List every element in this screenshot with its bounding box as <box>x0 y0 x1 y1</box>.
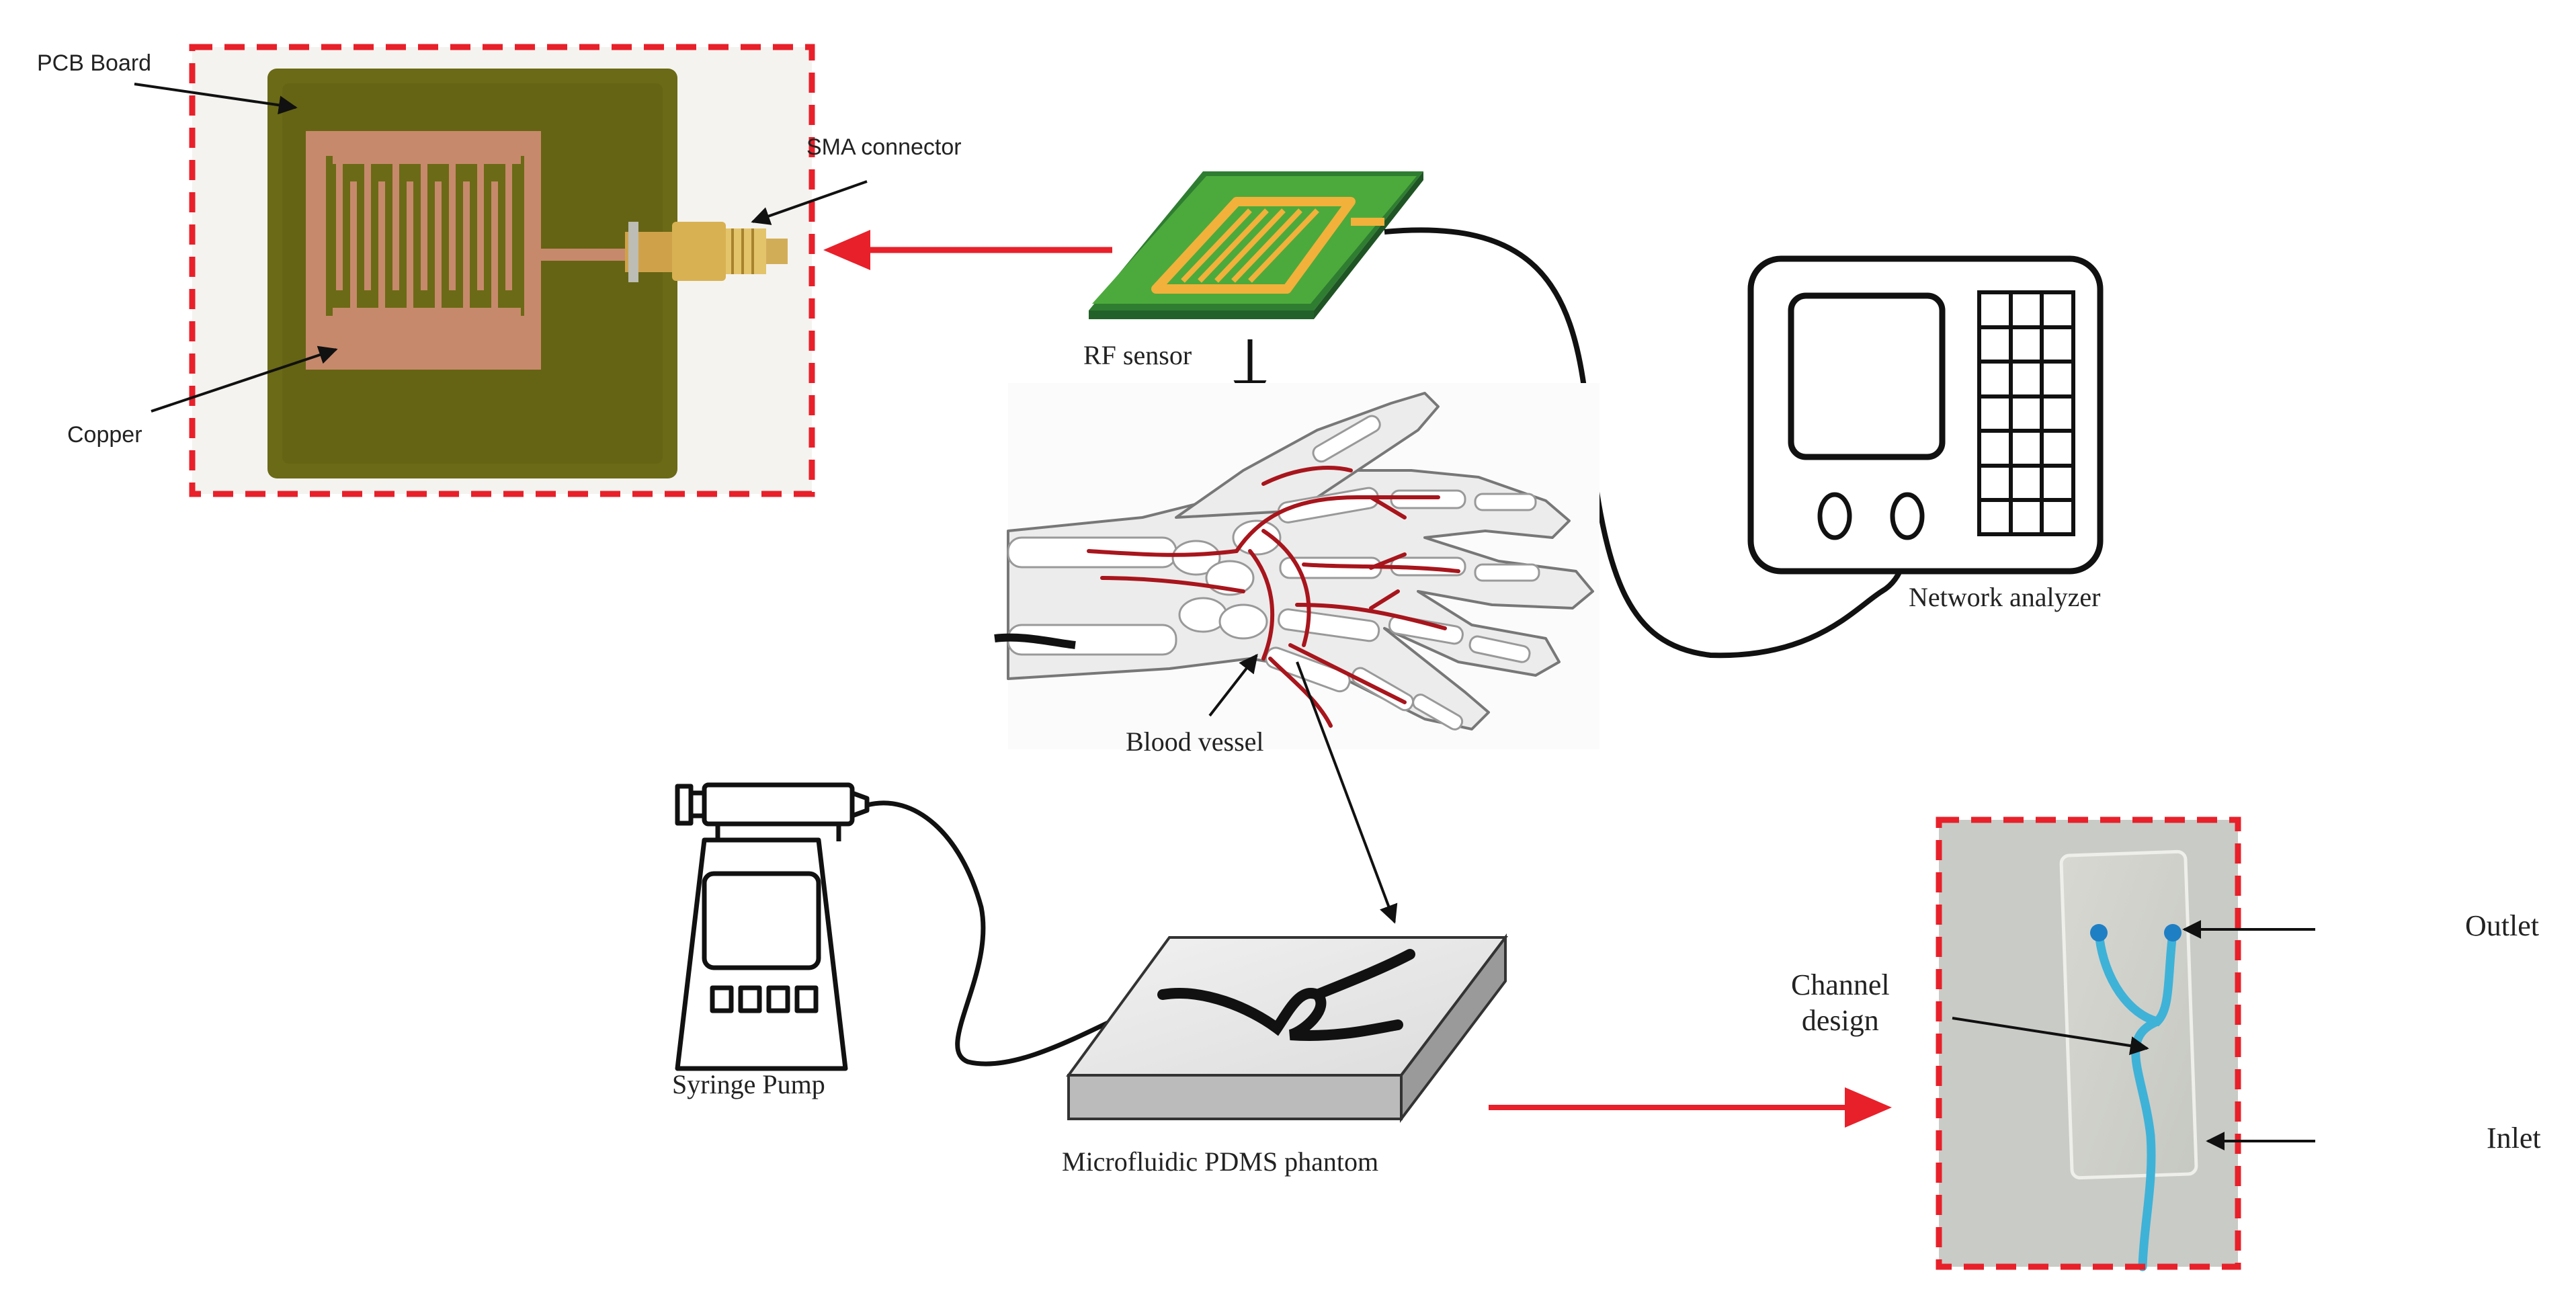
copper-finger <box>435 181 442 316</box>
blood-vessel-leader <box>1208 653 1258 717</box>
arrow-phantom-to-photo <box>1489 1087 1892 1128</box>
copper-finger <box>350 181 357 316</box>
channel-dashed-frame <box>1936 816 2241 1270</box>
copper-finger <box>392 156 399 290</box>
copper-finger <box>364 156 371 290</box>
copper-finger <box>421 156 427 290</box>
syringe-pump <box>675 782 870 1071</box>
analyzer-screen <box>1788 292 1946 460</box>
analyzer-keypad <box>1977 290 2075 536</box>
copper-finger <box>505 156 512 290</box>
sma-leader <box>751 180 868 225</box>
arrow-sensor-to-photo <box>823 230 1112 270</box>
rf-sensor <box>1089 171 1423 319</box>
phantom-channel <box>1157 949 1415 1041</box>
outlet-port-right <box>2164 924 2182 941</box>
outlet-port-left <box>2090 924 2108 941</box>
copper-finger <box>449 156 456 290</box>
copper-finger <box>491 181 498 316</box>
interdigital-fingers <box>333 156 521 316</box>
syringe-pump-label: Syringe Pump <box>672 1069 825 1099</box>
microfluidic-phantom-label: Microfluidic PDMS phantom <box>1062 1146 1379 1177</box>
network-analyzer <box>1747 255 2104 575</box>
copper-leader <box>151 345 338 413</box>
finger-bus-top <box>333 156 521 164</box>
blood-vessel-label: Blood vessel <box>1126 726 1264 757</box>
copper-label: Copper <box>67 422 142 448</box>
sensor-cable <box>1384 227 1911 659</box>
channel-design-leader <box>1952 1017 2149 1055</box>
copper-finger <box>407 181 413 316</box>
pcb-board-leader <box>134 83 298 115</box>
pump-tubing <box>866 800 1171 1066</box>
sma-connector <box>625 222 788 282</box>
copper-finger <box>336 156 343 290</box>
copper-finger <box>477 156 484 290</box>
arrow-hand-to-phantom <box>1296 661 1398 924</box>
blood-vessels <box>1087 466 1460 728</box>
pdms-slide <box>2059 849 2198 1180</box>
hand-illustration <box>994 383 1599 749</box>
outlet-label: Outlet <box>2465 909 2539 942</box>
sma-connector-label: SMA connector <box>806 134 962 160</box>
analyzer-knob-right <box>1890 492 1925 540</box>
pcb-dashed-frame <box>189 44 815 497</box>
channel-photo <box>1936 816 2315 1271</box>
finger-bus-bottom <box>333 308 521 316</box>
pdms-phantom <box>1066 933 1509 1123</box>
network-analyzer-label: Network analyzer <box>1909 582 2101 612</box>
channel-design-label: Channel design <box>1791 968 1890 1037</box>
copper-finger <box>463 181 470 316</box>
copper-finger <box>378 181 385 316</box>
pcb-photo <box>134 44 868 497</box>
analyzer-knob-left <box>1817 492 1852 540</box>
inlet-label: Inlet <box>2487 1122 2541 1155</box>
rf-sensor-label: RF sensor <box>1083 340 1192 370</box>
pcb-board-label: PCB Board <box>37 50 152 76</box>
